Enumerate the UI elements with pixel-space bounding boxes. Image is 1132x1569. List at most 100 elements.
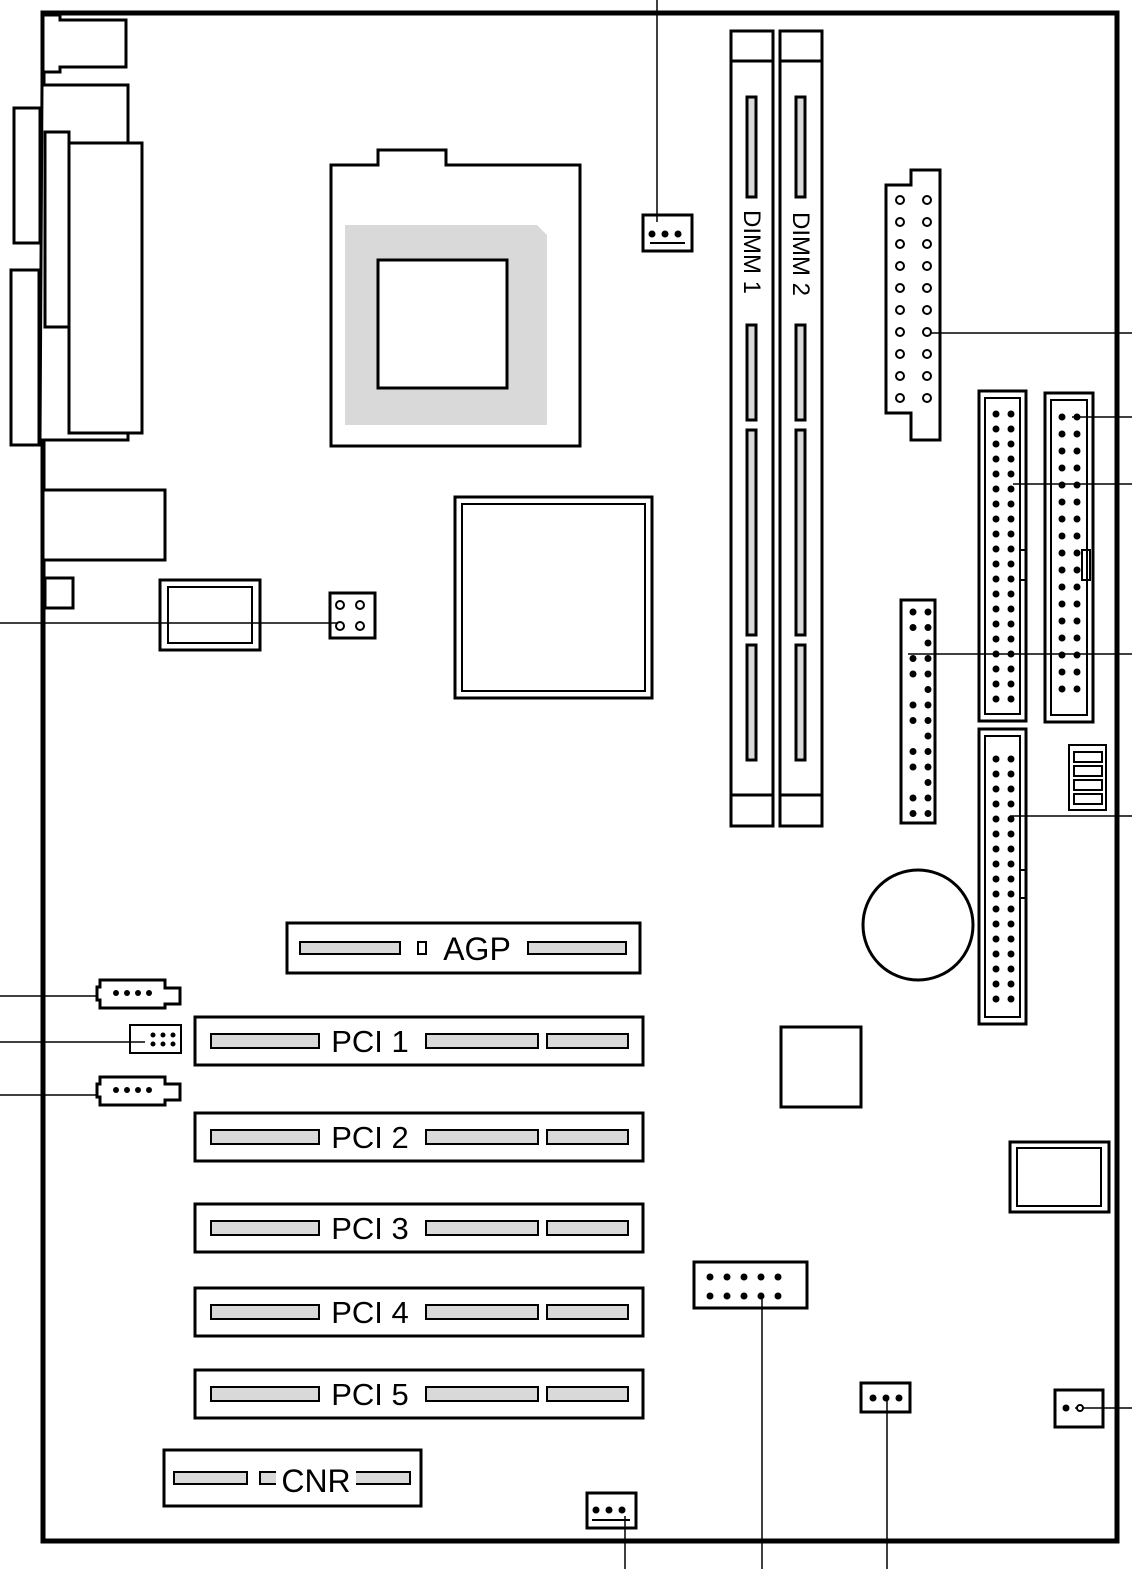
pin: [992, 530, 1000, 538]
cpu-fan-header: [641, 213, 694, 253]
pin: [740, 1273, 748, 1281]
pin: [723, 1273, 731, 1281]
pin: [992, 425, 1000, 433]
pin: [924, 655, 932, 662]
pin: [1007, 905, 1015, 913]
dip-switch: [1068, 744, 1107, 811]
cnr-label: CNR: [281, 1463, 350, 1499]
pin: [992, 410, 1000, 418]
pin: [1007, 875, 1015, 883]
pin: [1007, 665, 1015, 673]
pin: [924, 608, 932, 616]
pin: [1007, 530, 1015, 538]
pin: [723, 1292, 731, 1300]
pin: [1073, 600, 1081, 608]
pin: [922, 239, 932, 249]
pin: [909, 701, 917, 709]
pin: [992, 605, 1000, 613]
cnr-slot[interactable]: CNR: [162, 1448, 423, 1508]
pin: [1073, 685, 1081, 693]
dip-switch-toggle[interactable]: [1073, 765, 1103, 777]
pin: [1073, 583, 1081, 591]
agp-slot[interactable]: AGP: [285, 921, 642, 975]
pin: [1058, 583, 1066, 591]
pin: [992, 770, 1000, 778]
pin: [992, 815, 1000, 823]
pin: [992, 680, 1000, 688]
pin: [1007, 695, 1015, 703]
pin: [992, 995, 1000, 1003]
pci-slot-part: [210, 1129, 320, 1145]
pin: [1007, 845, 1015, 853]
pin: [1058, 617, 1066, 625]
pin: [924, 639, 932, 647]
pci-slot-1[interactable]: PCI 1: [193, 1015, 645, 1067]
pci-slot-part: [425, 1304, 539, 1320]
pci-slot-part: [425, 1220, 539, 1236]
pin: [924, 794, 932, 802]
bios-chip: [1008, 1140, 1111, 1214]
pin: [335, 600, 345, 610]
drive-connectors: [899, 389, 1095, 1026]
pin: [1007, 755, 1015, 763]
northbridge-chip: [453, 495, 654, 700]
pin: [992, 890, 1000, 898]
pin: [909, 794, 917, 802]
pin: [1007, 830, 1015, 838]
pci-slot-part: [546, 1129, 629, 1145]
pin: [992, 875, 1000, 883]
pin: [1073, 481, 1081, 489]
pci-slot-2[interactable]: PCI 2: [193, 1111, 645, 1163]
pin: [1058, 464, 1066, 472]
pin: [895, 371, 905, 381]
pci-slot-label: PCI 3: [331, 1211, 409, 1246]
pin: [1058, 685, 1066, 693]
pin: [1073, 651, 1081, 659]
pin: [992, 785, 1000, 793]
pin: [1073, 464, 1081, 472]
pin: [992, 830, 1000, 838]
pin: [1007, 815, 1015, 823]
pin: [895, 217, 905, 227]
pin: [909, 748, 917, 755]
cpu-die: [376, 258, 509, 390]
pci-slot-3[interactable]: PCI 3: [193, 1202, 645, 1254]
pin: [774, 1273, 782, 1281]
pin: [757, 1292, 765, 1300]
pin: [1007, 485, 1015, 493]
pin: [895, 327, 905, 337]
pin: [150, 1041, 156, 1047]
pin: [135, 990, 141, 996]
pin: [924, 748, 932, 755]
pin: [992, 845, 1000, 853]
fan-header: [585, 1491, 638, 1530]
pin: [909, 608, 917, 616]
pin: [1007, 425, 1015, 433]
pin: [1073, 617, 1081, 625]
pin: [992, 620, 1000, 628]
pin: [135, 1087, 141, 1093]
pci-slot-4[interactable]: PCI 4: [193, 1286, 645, 1338]
board-outline: [40, 10, 1120, 1544]
pin: [1058, 566, 1066, 574]
dip-switch-toggle[interactable]: [1073, 779, 1103, 791]
pin: [355, 600, 365, 610]
pin: [1007, 680, 1015, 688]
pin: [1007, 620, 1015, 628]
pin: [1058, 413, 1066, 421]
aux-connector: [129, 1024, 182, 1054]
dip-switch-toggle[interactable]: [1073, 793, 1103, 805]
serial-port-tab: [12, 106, 42, 245]
pci-slot-5[interactable]: PCI 5: [193, 1368, 645, 1420]
pin: [1073, 430, 1081, 438]
pin: [1058, 447, 1066, 455]
pci-slot-part: [546, 1033, 629, 1049]
pin: [706, 1292, 714, 1300]
pin: [922, 349, 932, 359]
pci-slot-part: [210, 1033, 320, 1049]
pin: [150, 1032, 156, 1038]
dip-switch-toggle[interactable]: [1073, 751, 1103, 763]
pin: [1007, 785, 1015, 793]
chip-outer: [158, 578, 262, 652]
